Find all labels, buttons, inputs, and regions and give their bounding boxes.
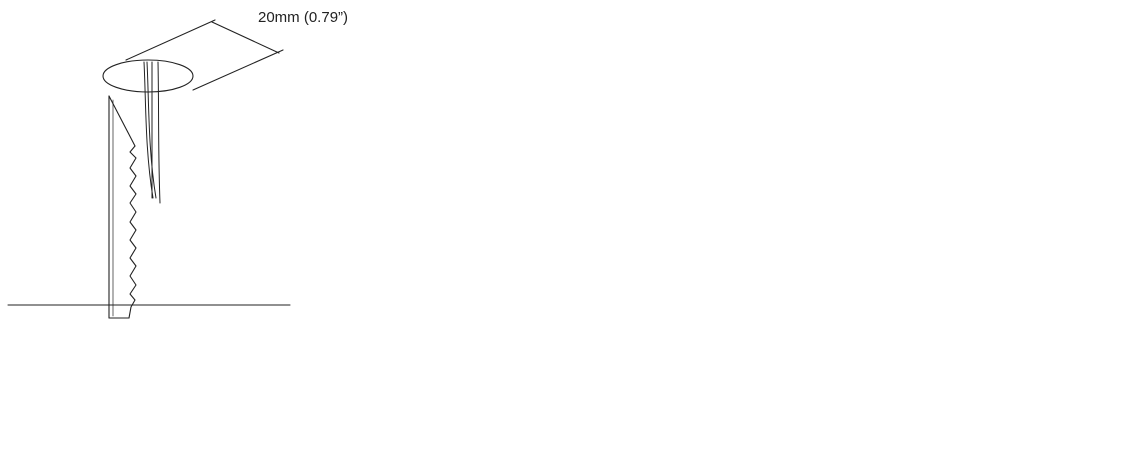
cable-wires [144,62,160,203]
step-1-drill-hole [8,20,290,318]
dimension-label: 20mm (0.79”) [258,9,349,26]
hole-saw-blade [109,96,136,318]
dimension-lines [126,20,283,90]
